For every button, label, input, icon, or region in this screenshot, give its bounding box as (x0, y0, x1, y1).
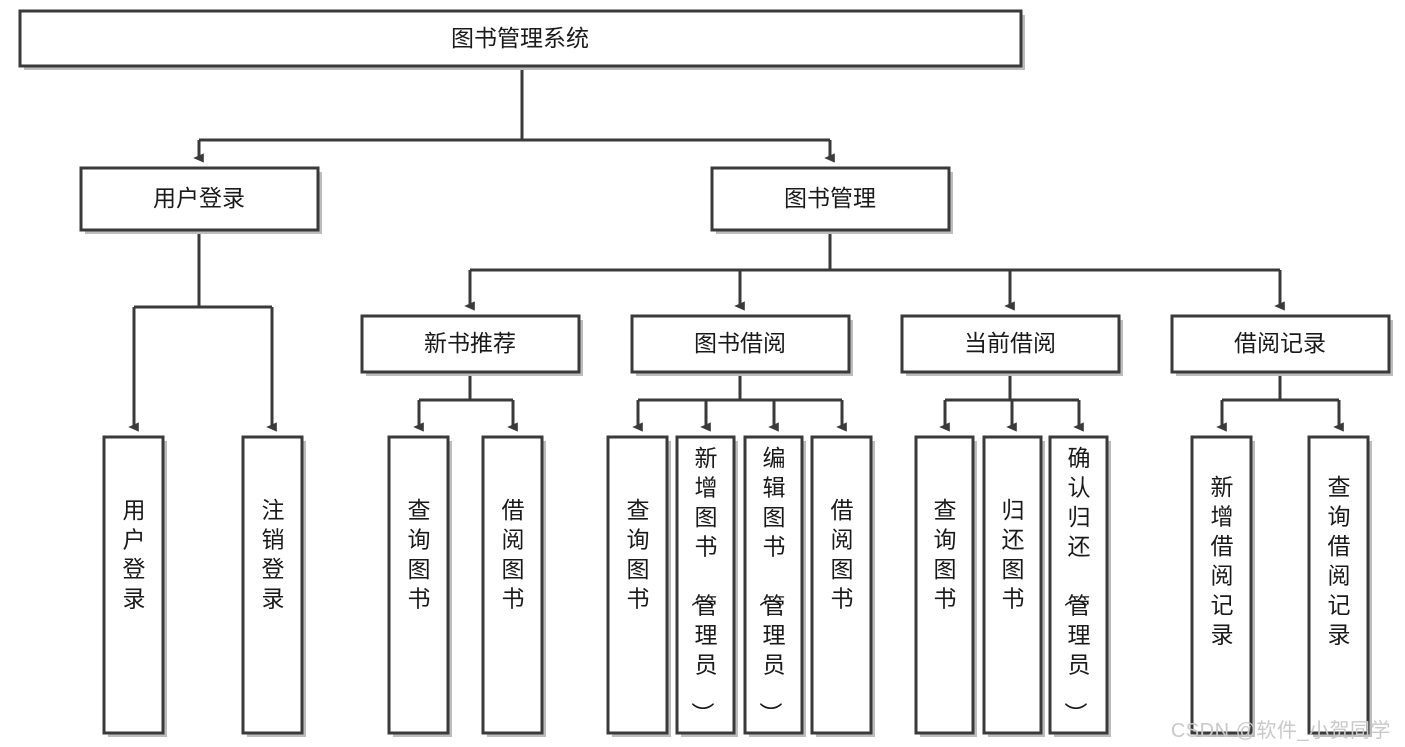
leaf-label-new-book-query-book: 查询图书 (408, 497, 431, 612)
node-label-book-borrow: 图书借阅 (694, 330, 786, 356)
leaf-label-book-borrow-borrow-book: 借阅图书 (831, 497, 854, 612)
leaf-borrow-record-add-record[interactable]: 新增借阅记录 (1190, 435, 1255, 737)
node-label-root: 图书管理系统 (451, 25, 589, 51)
leaf-label-current-borrow-query-book: 查询图书 (934, 497, 957, 612)
leaf-new-book-query-book[interactable]: 查询图书 (387, 435, 452, 737)
leaf-book-borrow-add-book[interactable]: 新增图书（管理员） (675, 435, 738, 737)
node-label-book-management: 图书管理 (784, 185, 876, 211)
leaf-book-borrow-edit-book[interactable]: 编辑图书（管理员） (743, 435, 806, 737)
leaf-borrow-record-query-record[interactable]: 查询借阅记录 (1307, 435, 1372, 737)
leaf-new-book-borrow-book[interactable]: 借阅图书 (481, 435, 546, 737)
node-current-borrow[interactable]: 当前借阅 (900, 314, 1123, 376)
leaf-book-borrow-borrow-book[interactable]: 借阅图书 (810, 435, 875, 737)
leaf-current-borrow-query-book[interactable]: 查询图书 (914, 435, 977, 737)
node-label-user-login: 用户登录 (153, 185, 245, 211)
node-user-login[interactable]: 用户登录 (79, 166, 322, 234)
leaf-label-current-borrow-return-book: 归还图书 (1002, 497, 1025, 612)
node-label-current-borrow: 当前借阅 (964, 330, 1056, 356)
leaf-label-new-book-borrow-book: 借阅图书 (502, 497, 525, 612)
edges-layer (128, 70, 1344, 432)
node-book-management[interactable]: 图书管理 (710, 166, 953, 234)
csdn-watermark: CSDN @软件_小贺同学 (1170, 720, 1391, 742)
node-root-book-management-system[interactable]: 图书管理系统 (18, 9, 1025, 70)
leaf-current-borrow-confirm-return[interactable]: 确认归还（管理员） (1048, 435, 1111, 737)
node-borrow-record[interactable]: 借阅记录 (1170, 314, 1393, 376)
leaf-label-user-login-login: 用户登录 (123, 497, 146, 612)
node-new-book-recommend[interactable]: 新书推荐 (360, 314, 583, 376)
leaf-label-book-borrow-edit-book: 编辑图书（管理员） (758, 445, 786, 725)
leaf-current-borrow-return-book[interactable]: 归还图书 (982, 435, 1045, 737)
node-book-borrow[interactable]: 图书借阅 (630, 314, 853, 376)
nodes-layer: 图书管理系统 用户登录 图书管理 新书推荐 (18, 9, 1393, 737)
leaf-label-borrow-record-add-record: 新增借阅记录 (1211, 474, 1234, 648)
node-label-borrow-record: 借阅记录 (1234, 330, 1326, 356)
leaf-label-borrow-record-query-record: 查询借阅记录 (1328, 474, 1351, 648)
leaf-label-user-login-logout: 注销登录 (262, 497, 285, 612)
leaf-user-login-logout[interactable]: 注销登录 (241, 435, 306, 737)
leaf-label-book-borrow-query-book: 查询图书 (627, 497, 650, 612)
node-label-new-book-recommend: 新书推荐 (424, 330, 516, 356)
leaf-user-login-login[interactable]: 用户登录 (102, 435, 167, 737)
leaf-label-book-borrow-add-book: 新增图书（管理员） (690, 445, 718, 725)
leaf-label-current-borrow-confirm-return: 确认归还（管理员） (1063, 445, 1091, 725)
leaf-book-borrow-query-book[interactable]: 查询图书 (606, 435, 671, 737)
